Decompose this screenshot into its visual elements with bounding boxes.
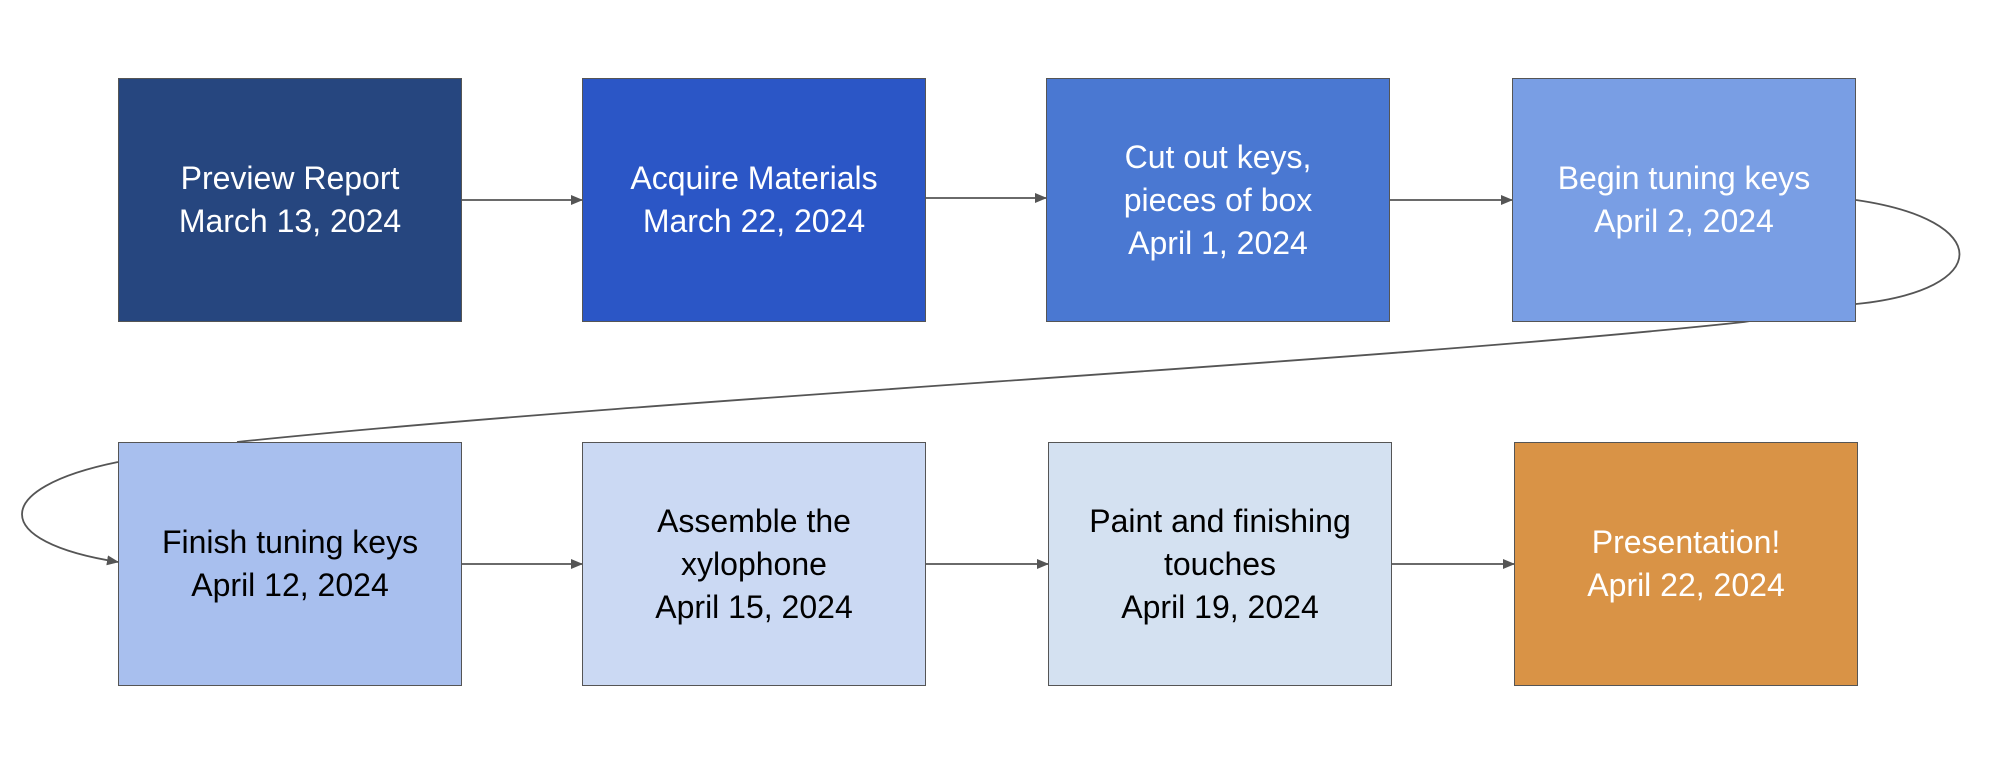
step-date: April 1, 2024 xyxy=(1128,224,1308,261)
step-title: Cut out keys, xyxy=(1124,138,1312,175)
step-cut-out-keys: Cut out keys, pieces of box April 1, 202… xyxy=(1046,78,1390,322)
arrow-begin-tuning-to-finish-tuning xyxy=(236,199,1961,443)
step-assemble-xylophone: Assemble the xylophone April 15, 2024 xyxy=(582,442,926,686)
step-title: Begin tuning keys xyxy=(1557,160,1811,196)
step-title: Paint and finishing xyxy=(1089,502,1351,539)
arrow-into-finish-tuning xyxy=(21,461,119,566)
step-title: Finish tuning keys xyxy=(161,524,419,560)
step-title-continued: touches xyxy=(1163,545,1277,582)
step-date: April 15, 2024 xyxy=(655,588,853,625)
step-title-continued: xylophone xyxy=(681,545,827,582)
step-finish-tuning-keys: Finish tuning keys April 12, 2024 xyxy=(118,442,462,686)
step-preview-report: Preview Report March 13, 2024 xyxy=(118,78,462,322)
step-acquire-materials: Acquire Materials March 22, 2024 xyxy=(582,78,926,322)
step-title: Acquire Materials xyxy=(630,160,878,196)
step-title: Assemble the xyxy=(657,502,851,539)
step-begin-tuning-keys: Begin tuning keys April 2, 2024 xyxy=(1512,78,1856,322)
step-paint-and-finishing: Paint and finishing touches April 19, 20… xyxy=(1048,442,1392,686)
step-date: April 19, 2024 xyxy=(1121,588,1319,625)
step-title-continued: pieces of box xyxy=(1123,181,1313,218)
step-date: April 22, 2024 xyxy=(1587,567,1785,603)
step-date: April 12, 2024 xyxy=(191,567,389,603)
step-title: Presentation! xyxy=(1591,524,1781,560)
step-date: March 22, 2024 xyxy=(642,203,866,239)
step-title: Preview Report xyxy=(180,160,400,196)
step-date: April 2, 2024 xyxy=(1594,203,1774,239)
step-date: March 13, 2024 xyxy=(178,203,402,239)
step-presentation: Presentation! April 22, 2024 xyxy=(1514,442,1858,686)
